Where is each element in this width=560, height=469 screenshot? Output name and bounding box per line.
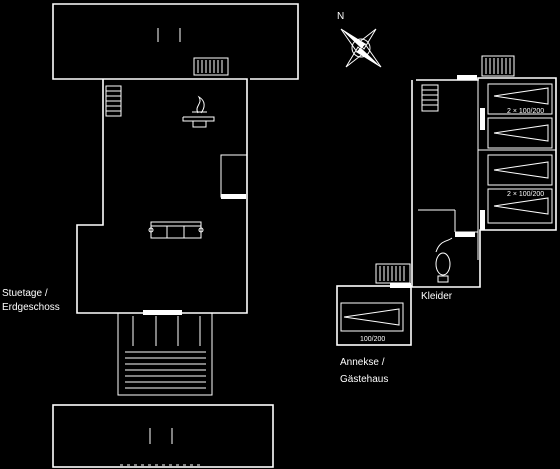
bed-icon: 2 × 100/200 [487, 154, 553, 224]
bed-2-label: 2 × 100/200 [507, 191, 544, 198]
annex-label-2: Gästehaus [340, 374, 388, 385]
door-bath [455, 232, 475, 237]
compass-icon: N [337, 11, 382, 68]
fireplace-icon [182, 95, 215, 128]
lower-building [52, 404, 274, 468]
bed-1-label: 2 × 100/200 [507, 108, 544, 115]
door-bedroom-1 [480, 108, 485, 130]
main-house [52, 3, 299, 315]
bed-icon [340, 302, 404, 332]
stairs-icon [481, 55, 515, 77]
annex-door-top [457, 75, 477, 80]
terrace-steps [117, 313, 213, 396]
stairs-icon [193, 57, 229, 76]
sofa-icon [148, 221, 204, 239]
annex-room: 100/200 [336, 285, 412, 346]
main-floor-label-2: Erdgeschoss [2, 302, 60, 313]
bed-icon: 2 × 100/200 [487, 83, 553, 149]
door-bedroom-2 [480, 210, 485, 230]
main-floor-label-1: Stuetage / [2, 288, 48, 299]
door-bathroom [221, 194, 246, 199]
closet-label: Kleider [421, 291, 453, 302]
north-label: N [337, 11, 344, 22]
stairs-icon [375, 263, 411, 284]
annex-label-1: Annekse / [340, 357, 385, 368]
annex-building [390, 75, 557, 288]
entrance-door [143, 310, 182, 315]
stairs-icon [421, 84, 439, 112]
bed-3-label: 100/200 [360, 336, 385, 343]
toilet-icon [435, 237, 453, 283]
stairs-icon [105, 85, 122, 117]
